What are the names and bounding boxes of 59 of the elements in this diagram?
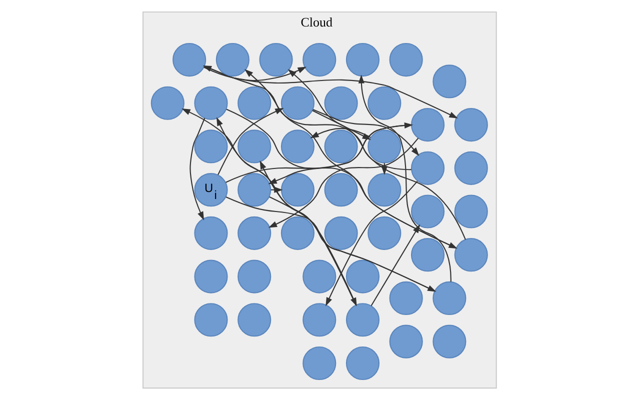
node-circle — [368, 130, 402, 164]
node-circle — [302, 42, 336, 77]
node-circle — [324, 86, 358, 120]
node-circle — [194, 130, 228, 164]
node-circle — [238, 260, 272, 294]
node-circle — [368, 216, 402, 250]
node-circle — [410, 108, 445, 142]
node-circle — [346, 303, 380, 337]
node-circle — [238, 173, 272, 207]
arrow — [204, 66, 306, 82]
arrow — [312, 109, 420, 156]
node-circle — [389, 42, 423, 77]
node-circle — [454, 194, 488, 228]
node-circle — [216, 42, 250, 77]
node-circle — [194, 216, 228, 250]
node-circle — [432, 324, 466, 358]
node-circle — [368, 86, 402, 120]
node-circle — [454, 108, 488, 142]
node-circle — [324, 130, 358, 164]
node-circle — [280, 130, 314, 164]
node-circle — [238, 86, 272, 120]
node-circle — [346, 42, 380, 77]
node-circle — [410, 238, 445, 272]
node-circle — [194, 303, 228, 337]
node-circle — [194, 260, 228, 294]
node-circle — [238, 216, 272, 250]
node-circle — [302, 303, 336, 337]
node-circle — [238, 130, 272, 164]
arrow — [268, 138, 419, 228]
node-circle — [389, 324, 423, 358]
node-circle — [238, 303, 272, 337]
node-circle — [150, 86, 184, 120]
node-circle — [346, 260, 380, 294]
arrow — [218, 108, 284, 175]
arrow — [310, 128, 371, 138]
node-circle — [346, 346, 380, 380]
node-circle — [259, 42, 293, 77]
node-circle — [280, 216, 314, 250]
arrow — [312, 110, 372, 140]
node-circle — [324, 173, 358, 207]
node-circle — [172, 42, 206, 77]
node-circle — [410, 151, 445, 185]
node-circle — [454, 151, 488, 185]
arrow — [204, 66, 458, 118]
arrow — [358, 74, 452, 282]
node-circle — [324, 216, 358, 250]
node-circle — [302, 346, 336, 380]
node-circle — [280, 86, 314, 120]
node-circle — [194, 86, 228, 120]
node-circle — [302, 260, 336, 294]
arrow — [226, 122, 414, 183]
node-circle — [280, 173, 314, 207]
node-circle — [410, 194, 445, 228]
node-circle — [454, 238, 488, 272]
node-circle — [432, 281, 466, 315]
node-circle — [368, 173, 402, 207]
node-circle — [389, 281, 423, 315]
node-circle — [432, 64, 466, 98]
arrow — [190, 118, 206, 220]
